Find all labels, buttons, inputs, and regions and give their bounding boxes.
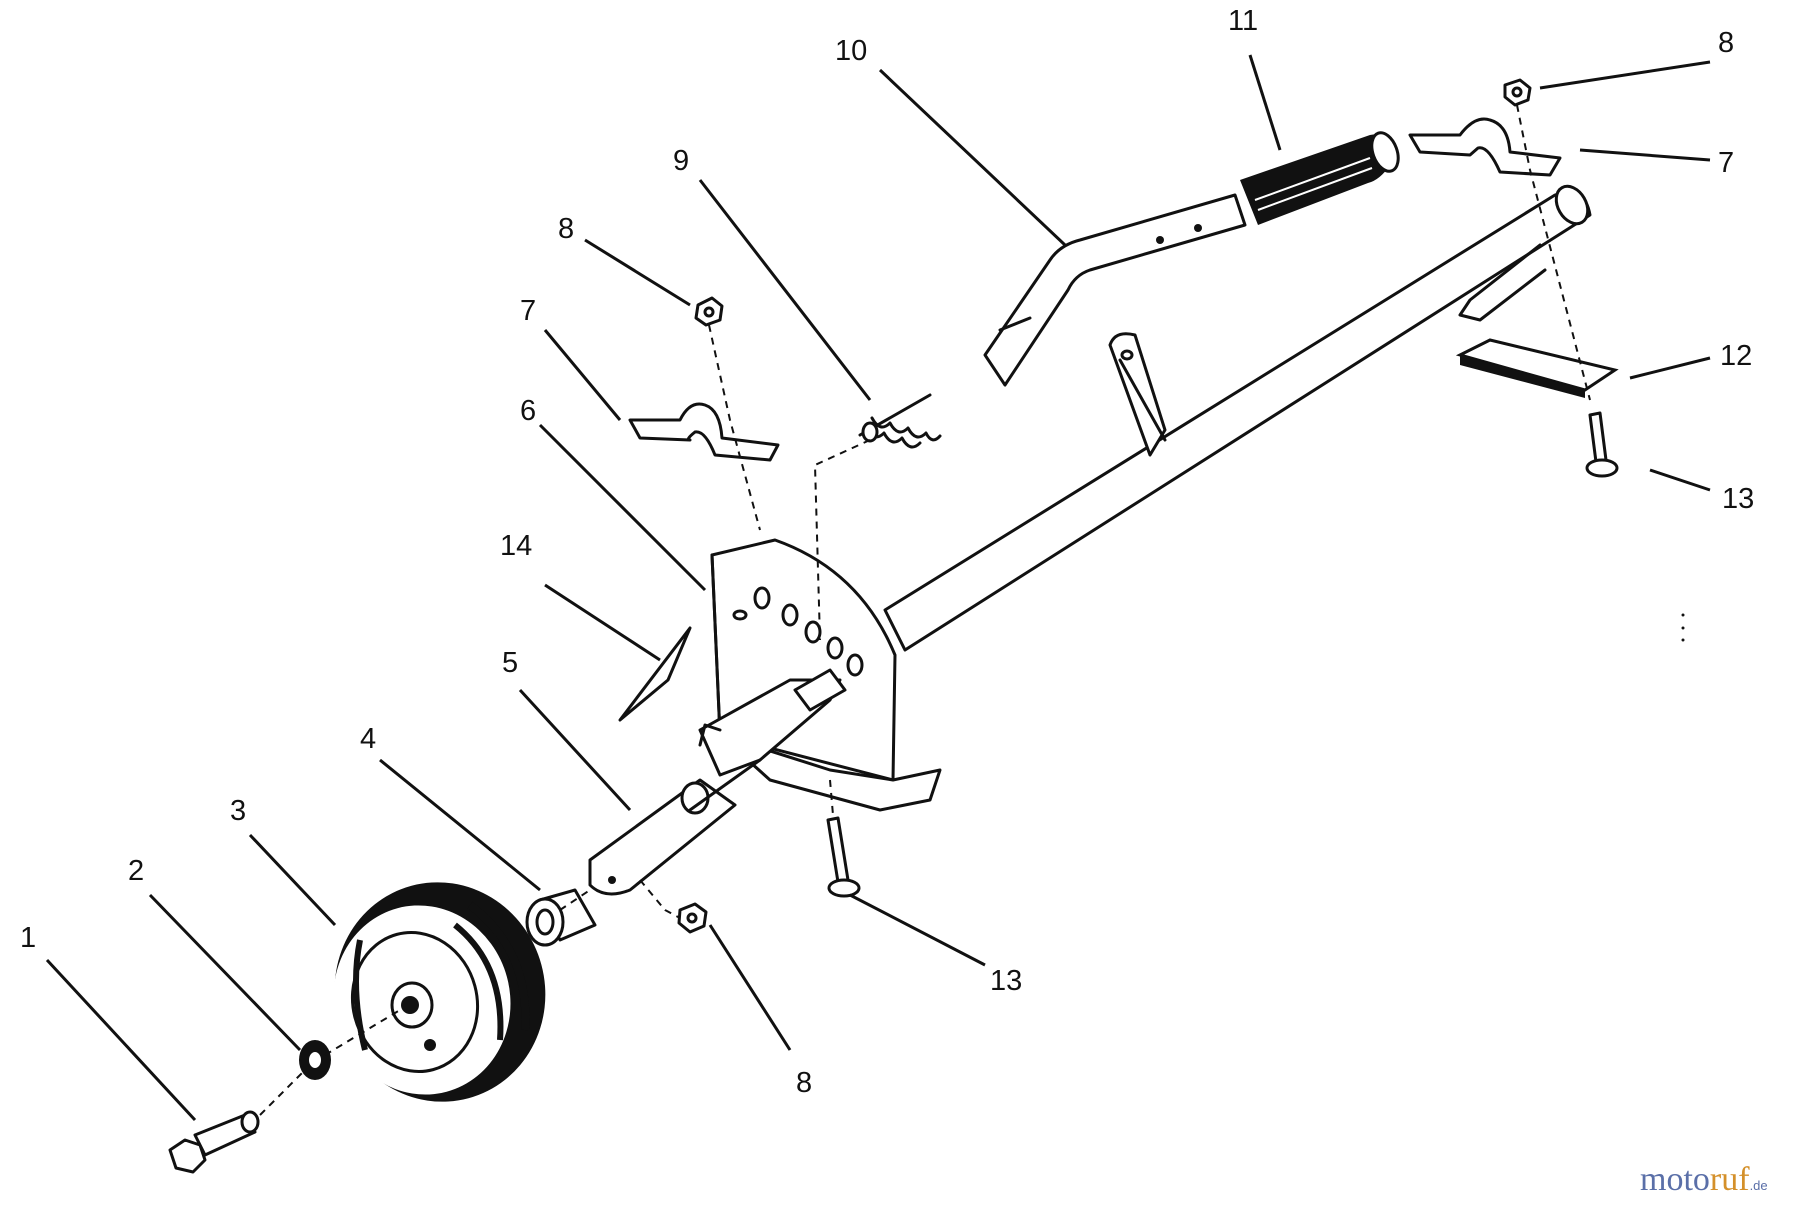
nut-upper-left <box>694 296 724 327</box>
callout-6: 6 <box>520 395 536 427</box>
shoulder-bolt <box>168 1110 260 1174</box>
nut-upper-right <box>1503 78 1532 107</box>
callout-8-upper-right: 8 <box>1718 27 1734 59</box>
callout-9: 9 <box>673 145 689 177</box>
carriage-bolt-right <box>1585 411 1619 478</box>
callout-5: 5 <box>502 647 518 679</box>
callout-10: 10 <box>835 35 867 67</box>
clamp-right <box>1408 117 1562 177</box>
callout-14: 14 <box>500 530 532 562</box>
carriage-bolt-center <box>826 816 861 898</box>
callout-8-upper-left: 8 <box>558 213 574 245</box>
scan-specks <box>1681 613 1685 642</box>
watermark-part1: moto <box>1640 1161 1710 1198</box>
nut-lower <box>677 902 708 934</box>
watermark-logo: motoruf.de <box>1640 1161 1768 1198</box>
tube-upright-bracket <box>1108 332 1167 457</box>
washer <box>299 1040 331 1080</box>
leader-lines <box>45 54 1711 1122</box>
callout-11: 11 <box>1228 5 1258 37</box>
foot-plate <box>1455 338 1619 398</box>
axle-tube <box>883 184 1592 652</box>
callout-13-right: 13 <box>1722 483 1754 515</box>
callout-8-lower: 8 <box>796 1067 812 1099</box>
callout-labels: 1 2 3 4 5 6 7 8 9 10 11 8 7 12 13 14 8 1… <box>20 5 1754 1099</box>
watermark-suffix: .de <box>1750 1178 1768 1193</box>
height-adjust-arm <box>588 668 847 896</box>
callout-12: 12 <box>1720 340 1752 372</box>
callout-7-right: 7 <box>1718 147 1734 179</box>
callout-3: 3 <box>230 795 246 827</box>
handle-grip <box>1240 131 1400 225</box>
assembly-lines <box>259 104 1591 1116</box>
wedge-plate <box>618 626 692 722</box>
spring <box>858 393 942 449</box>
handle-lever <box>983 193 1247 387</box>
svg-text:motoruf.de: motoruf.de <box>1640 1161 1768 1198</box>
callout-4: 4 <box>360 723 376 755</box>
wheel <box>333 882 546 1102</box>
clamp-left <box>628 402 780 462</box>
callout-2: 2 <box>128 855 144 887</box>
watermark-part2: ruf <box>1710 1161 1750 1198</box>
callout-13-center: 13 <box>990 965 1022 997</box>
callout-7-left: 7 <box>520 295 536 327</box>
spacer-bushing <box>525 888 597 947</box>
callout-1: 1 <box>20 922 36 954</box>
